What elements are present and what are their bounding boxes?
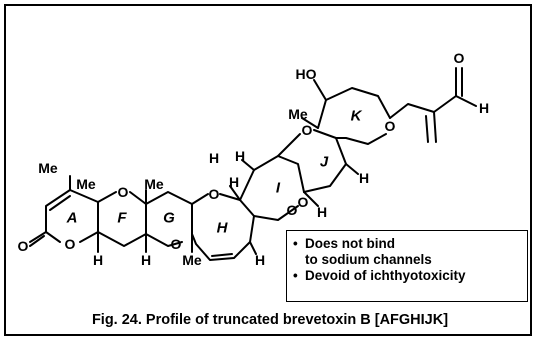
ring-h-double-bond — [211, 253, 233, 257]
note-line: to sodium channels — [305, 252, 432, 267]
figure-caption: Fig. 24. Profile of truncated brevetoxin… — [91, 312, 449, 328]
aldehyde-double-bond — [455, 67, 463, 97]
ring-label-g: G — [163, 209, 175, 227]
bullet: • — [293, 268, 298, 283]
atom-o-lactone-carbonyl: O — [17, 238, 29, 254]
atom-h-ij2: H — [316, 204, 328, 220]
atom-o-aldehyde: O — [453, 50, 465, 66]
note-line: Devoid of ichthyotoxicity — [305, 268, 466, 283]
atom-h-hi: H — [228, 174, 240, 190]
note-ichthyotoxicity: • Devoid of ichthyotoxicity — [293, 268, 521, 284]
ring-a-double-bond — [49, 195, 71, 211]
atom-h-f: H — [140, 252, 152, 268]
ring-label-f: F — [117, 209, 127, 227]
atom-h-hi2: H — [254, 252, 266, 268]
atom-o-jk: O — [301, 122, 313, 138]
atom-ho: HO — [295, 66, 317, 82]
bullet: • — [293, 236, 298, 251]
methyl-k — [301, 117, 319, 129]
lactone-carbonyl — [29, 231, 47, 247]
side-chain — [389, 95, 477, 143]
atom-h-gh: H — [208, 150, 220, 166]
ring-k-bonds — [317, 87, 391, 145]
properties-box: • Does not bind to sodium channels • Dev… — [286, 230, 528, 302]
atom-me-fg: Me — [144, 176, 164, 192]
note-sodium-channels: • Does not bind to sodium channels — [293, 236, 521, 268]
brevetoxin-structure — [29, 67, 477, 261]
atom-h-jk: H — [358, 170, 370, 186]
atom-h-ij: H — [234, 148, 246, 164]
h-bonds — [97, 159, 359, 255]
ring-g-bonds — [145, 191, 193, 247]
ring-label-k: K — [350, 107, 362, 125]
atom-o-af: O — [117, 184, 129, 200]
ring-label-i: I — [275, 179, 281, 197]
figure-frame: HO Me O O O H Me Me O Me H O H H O H O O… — [4, 4, 532, 336]
atom-h-aldehyde: H — [478, 100, 490, 116]
ring-a-bonds — [45, 189, 99, 243]
atom-h-a: H — [92, 252, 104, 268]
hydroxyl-bond — [313, 79, 327, 101]
atom-o-hi: O — [286, 202, 298, 218]
atom-me-k: Me — [288, 106, 308, 122]
atom-me-a-top: Me — [38, 160, 58, 176]
ring-label-a: A — [66, 209, 78, 227]
ring-label-j: J — [319, 153, 329, 171]
atom-me-a: Me — [76, 176, 96, 192]
atom-o-ij: O — [297, 194, 309, 210]
ring-h-bonds — [191, 193, 255, 261]
atom-o-fg: O — [170, 236, 182, 252]
atom-o-lactone: O — [64, 236, 76, 252]
ring-label-h: H — [216, 219, 228, 237]
atom-o-gh: O — [208, 186, 220, 202]
atom-me-g: Me — [182, 252, 202, 268]
atom-o-k: O — [384, 118, 396, 134]
note-line: Does not bind — [305, 236, 395, 251]
